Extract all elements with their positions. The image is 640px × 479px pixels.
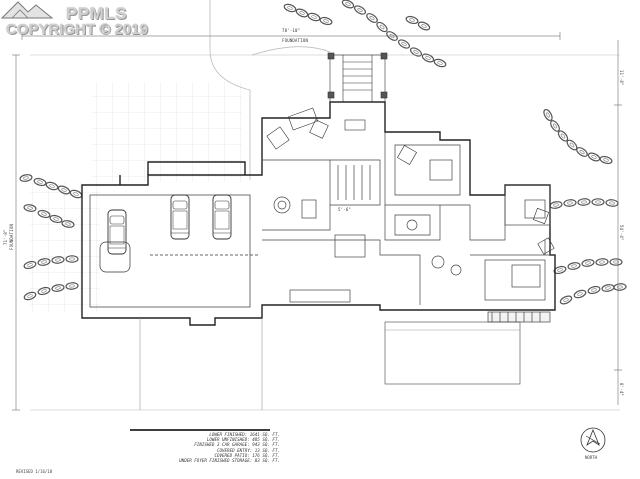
note-line: LOWER FINISHED: 1641 SQ. FT. (209, 432, 280, 437)
revised-date: REVISED 1/16/18 (16, 469, 53, 474)
dim-top: 78'-10" (282, 28, 301, 33)
dim-right-b: 54'-4" (619, 225, 624, 241)
interior-walls (262, 132, 555, 323)
area-notes: LOWER FINISHED: 1641 SQ. FT. LOWER UNFIN… (140, 432, 280, 463)
boulder-wall-top (282, 0, 448, 69)
note-line: FINISHED 3 CAR GARAGE: 943 SQ. FT. (194, 442, 280, 448)
garage (89, 194, 258, 308)
ppmls-logo-icon (0, 1, 54, 19)
note-line: UNDER FOYER FINISHED STORAGE: 83 SQ. FT. (179, 458, 280, 464)
north-label: NORTH (585, 455, 598, 460)
watermark-brand: PPMLS (66, 4, 128, 23)
driveway-grid (30, 0, 331, 312)
dimension-lines (12, 32, 622, 411)
entry-stairs (327, 52, 388, 103)
dim-top-sub: FOUNDATION (282, 38, 309, 43)
dim-right-a: 11'-8" (619, 70, 624, 86)
note-line: COVERED ENTRY: 13 SQ. FT. (216, 447, 280, 453)
dim-left-sub: FOUNDATION (9, 223, 14, 250)
note-line: COVERED PATIO: 176 SQ. FT. (214, 452, 280, 458)
dim-right-c: 8'-4" (619, 383, 624, 397)
watermark-copyright: COPYRIGHT © 2019 (6, 21, 148, 38)
dim-left: 71'-8" (3, 229, 8, 245)
covered-patio (139, 318, 521, 410)
north-arrow-icon (580, 427, 606, 453)
note-line: LOWER UNFINISHED: 485 SQ. FT. (206, 437, 280, 443)
living-furniture (266, 107, 555, 255)
dim-stair: 5'-6" (338, 207, 352, 212)
